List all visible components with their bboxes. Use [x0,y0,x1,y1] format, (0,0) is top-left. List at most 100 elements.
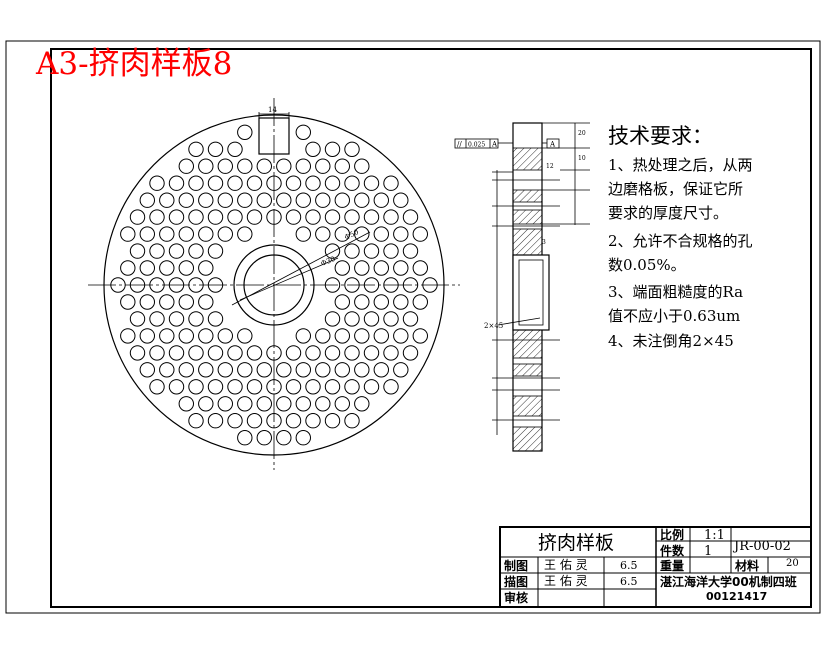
hole [149,243,165,259]
hole [178,328,195,344]
hole-pattern [110,124,438,446]
hole [207,243,224,259]
hole [168,243,185,259]
note-line: 4、未注倒角2×45 [608,332,734,350]
hole [188,413,204,429]
hole [139,362,156,378]
hole [149,175,165,191]
hole [295,124,311,141]
hole [324,141,341,158]
hole [227,379,243,395]
hole [295,396,311,412]
hole [237,226,253,242]
hole [256,362,272,378]
hole [276,158,292,174]
hole [344,345,360,361]
section-dim-4: 12 [546,163,554,170]
hole [324,209,341,225]
hole [227,209,243,225]
hole [402,311,419,327]
hole [159,362,175,378]
hole [363,175,380,191]
hole [168,175,185,191]
hole [354,158,370,174]
hole [383,243,399,259]
hole [207,413,224,429]
hole [188,141,204,158]
section-dim-1: 20 [578,130,586,137]
hole [207,311,224,327]
hole [363,311,380,327]
tol-datum: A [491,141,498,149]
hole [217,396,234,412]
technical-notes: 技术要求： 1、热处理之后，从两 边磨格板，保证它所 要求的厚度尺寸。 2、允许… [608,124,753,350]
hole [285,379,302,395]
hole [188,243,204,259]
note-line: 边磨格板，保证它所 [608,180,743,198]
hole [354,362,370,378]
qty-value: 1 [704,544,712,559]
hole [168,379,185,395]
hole [188,379,204,395]
hole [324,345,341,361]
hole [393,260,409,276]
hole [246,379,263,395]
hole [305,175,321,191]
hole [276,430,292,446]
hole [139,294,156,310]
hole [198,226,214,242]
datum-label: A [549,141,556,149]
hole [256,430,272,446]
hole [246,175,263,191]
hole [354,192,370,208]
notes-title: 技术要求： [608,124,713,148]
hole [276,192,292,208]
hole [344,243,360,259]
hole [178,226,195,242]
hole [246,209,263,225]
hole [334,362,350,378]
hole [334,328,350,344]
hole [207,379,224,395]
hole [256,158,272,174]
hole [363,379,380,395]
hole [178,396,195,412]
hole [363,345,380,361]
hole [334,396,350,412]
hole [295,158,311,174]
hole [276,396,292,412]
hole [305,209,321,225]
hole [227,141,243,158]
hole [256,192,272,208]
tol-value: 0.025 [468,142,485,149]
hole [139,226,156,242]
hole [373,192,389,208]
hole [256,396,272,412]
hole [354,328,370,344]
hole [412,226,428,242]
hole [207,209,224,225]
hole [334,226,350,242]
hole [383,379,399,395]
hole [188,209,204,225]
hole [344,413,360,429]
hole [120,226,136,242]
school-name: 湛江海洋大学00机制四班 [660,574,797,589]
hole [315,396,331,412]
inner-frame [50,48,812,608]
hole [198,294,214,310]
weight-label: 重量 [660,558,684,573]
hole [129,243,146,259]
hole [383,175,399,191]
hub-boss [512,254,550,331]
hole [217,362,234,378]
hole [217,192,234,208]
hole [373,294,389,310]
hole [237,396,253,412]
hatch-top [512,147,543,171]
note-line: 要求的厚度尺寸。 [608,204,728,222]
hole [129,311,146,327]
hole [334,192,350,208]
traced-label: 描图 [504,574,528,589]
